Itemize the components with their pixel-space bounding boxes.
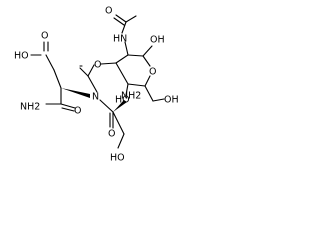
acetyl-o-label: O bbox=[105, 6, 112, 17]
anomeric-oh-label: OH bbox=[150, 35, 165, 46]
bond-ser-ch2-oh bbox=[117, 133, 125, 149]
wedge-alpha-n bbox=[61, 88, 90, 98]
tertiary-n-label: N bbox=[92, 92, 99, 103]
c4-oh-label: HO bbox=[115, 95, 130, 106]
amide-nh2-label: NH2 bbox=[20, 102, 40, 113]
bond-c3-c2 bbox=[115, 54, 129, 64]
bond-c4-oh bbox=[125, 83, 129, 96]
bond-c5-c4 bbox=[127, 83, 146, 87]
ring-o-label: O bbox=[149, 67, 156, 78]
amide-o-label: O bbox=[74, 106, 81, 117]
bond-nh-acyl bbox=[121, 21, 127, 34]
bond-n-ch2 bbox=[87, 75, 98, 93]
bond-c2-c1 bbox=[127, 54, 144, 57]
acid-o-label: O bbox=[41, 31, 48, 42]
c6-oh-label: OH bbox=[164, 95, 179, 106]
bond-ser-alpha-ch2 bbox=[112, 111, 125, 135]
structure-diagram: HO O NH2 O N NH2 O HO O O HN OH O HO OH bbox=[14, 6, 179, 164]
ser-co-o-label: O bbox=[108, 129, 115, 140]
ser-nh2-label: NH2 bbox=[121, 91, 141, 102]
bond-acyl-methyl bbox=[125, 15, 137, 23]
bond-ch2-ch bbox=[87, 64, 95, 77]
ser-oh-label: HO bbox=[110, 153, 125, 164]
bond-ch-methyl bbox=[79, 67, 89, 77]
bond-acyl-o-1 bbox=[115, 14, 127, 23]
atom-labels: HO O NH2 O N NH2 O HO O O HN OH O HO OH bbox=[14, 6, 179, 164]
bond-c2-nh bbox=[124, 41, 129, 56]
bond-ether-c3 bbox=[100, 62, 117, 65]
ether-o-label: O bbox=[94, 60, 101, 71]
wedge-ser-alpha bbox=[113, 100, 127, 112]
bond-c1-o bbox=[142, 55, 151, 67]
bonds bbox=[30, 14, 165, 149]
bond-c6-oh bbox=[152, 98, 165, 102]
bond-ch2-ch2 bbox=[53, 69, 62, 89]
bond-o-c5 bbox=[144, 75, 151, 87]
molecule-canvas: HO O NH2 O N NH2 O HO O O HN OH O HO OH bbox=[0, 0, 198, 178]
nh-label: HN bbox=[113, 34, 127, 45]
bond-acyl-o-2 bbox=[113, 17, 125, 26]
bond-c4-c3 bbox=[115, 62, 129, 85]
bond-acid-chain bbox=[45, 54, 55, 71]
bond-c1-oh bbox=[142, 45, 153, 57]
bond-c5-c6 bbox=[144, 85, 154, 102]
bond-n-ser bbox=[99, 99, 114, 113]
bond-amide-o-2 bbox=[61, 107, 75, 112]
acid-oh-label: HO bbox=[14, 51, 29, 62]
bond-amide-o-1 bbox=[60, 103, 76, 109]
